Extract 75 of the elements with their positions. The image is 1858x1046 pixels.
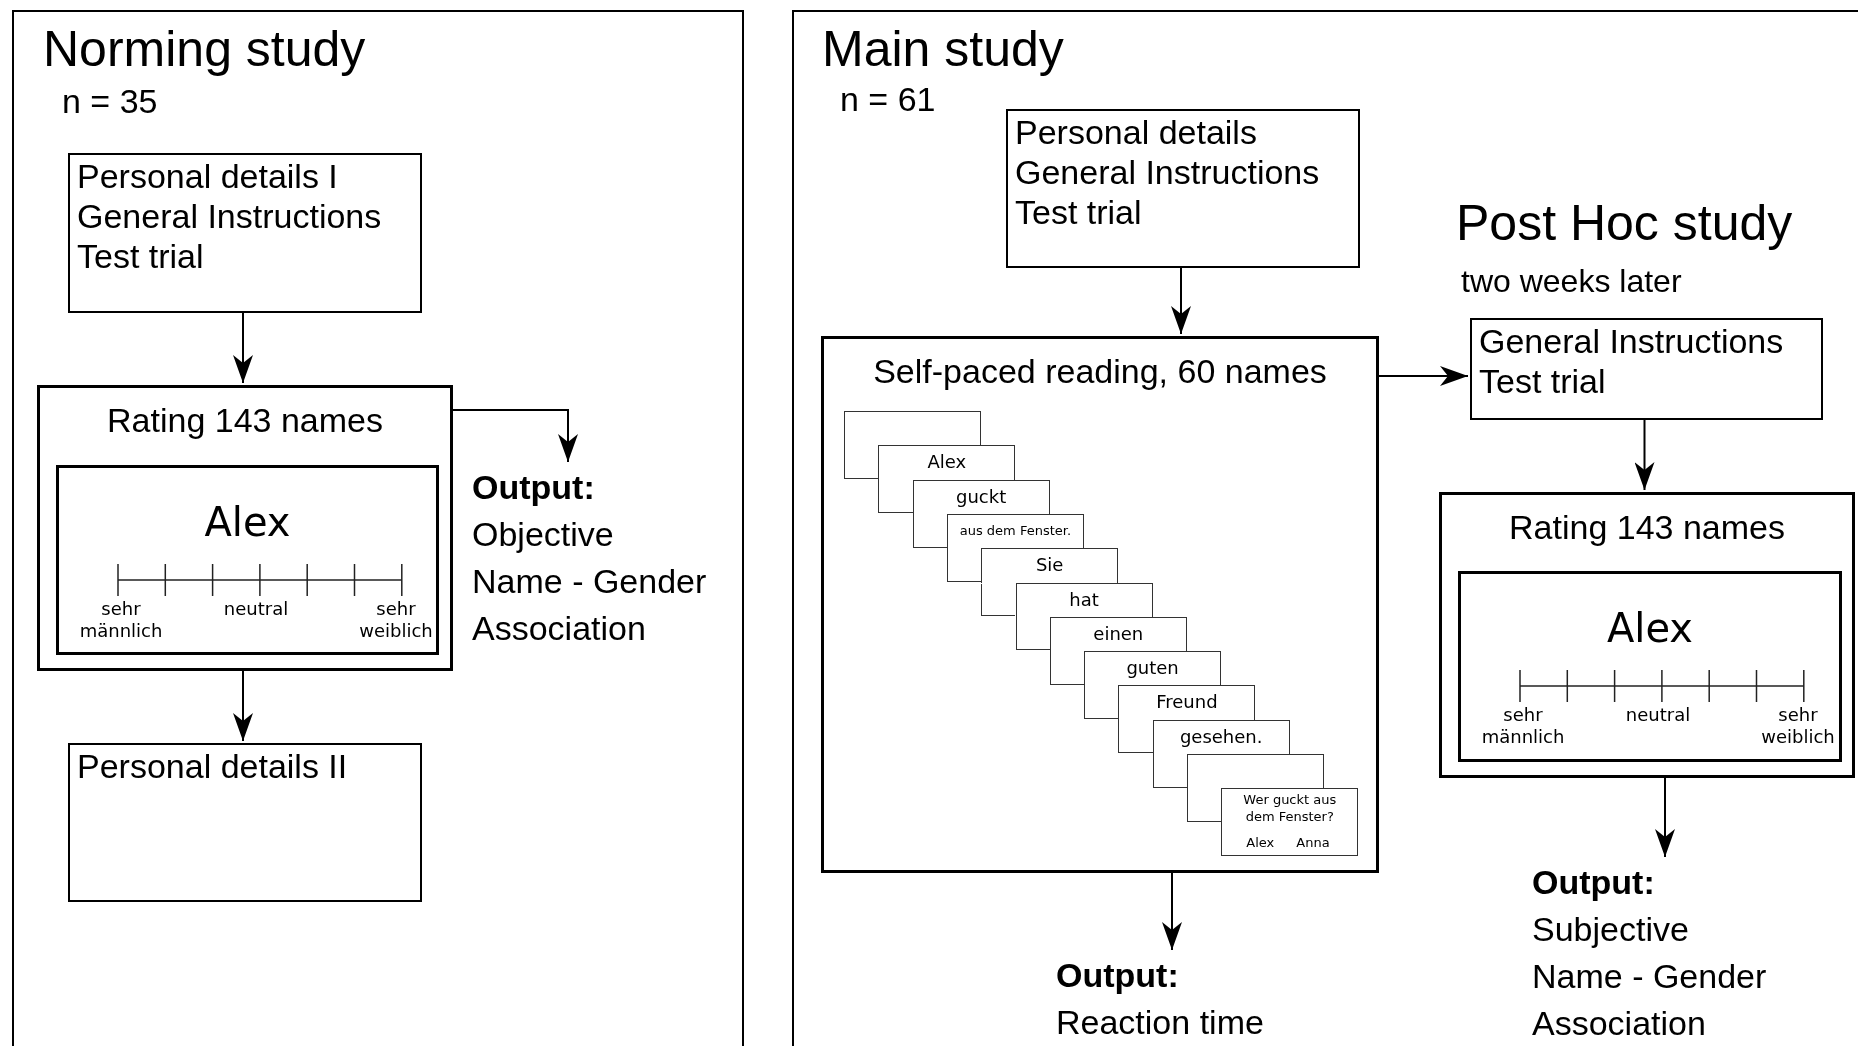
output-heading: Output: [1532,862,1656,903]
rating-scale-card [56,465,439,655]
answer-option: Alex [1246,834,1275,852]
step-box [1470,318,1823,420]
arrow [233,668,253,742]
step-box [68,743,422,902]
box-text: General Instructions [1015,152,1321,192]
arrow [1162,870,1182,951]
panel-title: Main study [822,24,1064,74]
box-text: Personal details [1015,112,1258,152]
word-slide [1187,754,1324,790]
panel-title: Norming study [43,24,366,74]
slide-word: gesehen. [1178,724,1264,749]
question-slide [1221,788,1359,857]
arrow [233,310,253,384]
name-text: Alex [1605,604,1695,652]
sample-size-text: n = 35 [62,84,158,118]
scale-label: neutral [222,598,290,620]
arrow [1634,417,1655,491]
section-title: Post Hoc study [1456,198,1793,248]
word-slide [912,479,1050,515]
scale-label: sehr männlich [78,598,164,642]
box-text: Test trial [1479,361,1607,401]
step-box [1006,109,1360,268]
word-slide [1049,616,1187,653]
box-text: General Instructions [1479,321,1785,361]
scale-label: sehr weiblich [1760,704,1836,748]
box-text: Test trial [1015,192,1143,232]
task-box [1439,492,1855,778]
output-description: Objective Name - Gender Association [472,514,708,649]
slide-word: Sie [1034,553,1065,578]
study-panel [12,10,744,1046]
box-text: Test trial [77,236,205,276]
word-slide [1152,719,1290,755]
output-description: Subjective Name - Gender Association [1532,909,1768,1044]
word-slide [946,513,1084,550]
slide-word: einen [1092,621,1145,646]
word-slide [1118,685,1256,721]
box-text: Personal details II [77,746,349,786]
name-text: Alex [203,498,292,546]
output-description: Reaction time [1056,1002,1265,1043]
task-box [37,385,453,671]
rating-scale-card [1458,571,1842,762]
word-slide [1015,582,1153,618]
slide-word: guten [1125,656,1180,681]
sample-size-text: n = 61 [840,82,936,116]
box-title: Rating 143 names [1508,507,1786,547]
slide-word: hat [1068,587,1100,612]
output-heading: Output: [1056,955,1180,996]
slide-word: Freund [1155,690,1219,715]
study-panel [792,10,1858,1046]
scale-label: neutral [1624,704,1692,726]
task-box [821,336,1379,873]
arrow [450,409,578,463]
box-text: General Instructions [77,196,383,236]
question-text: Wer guckt aus dem Fenster? [1242,791,1338,826]
word-slide [981,548,1119,584]
word-slide [844,411,981,447]
box-text: Personal details I [77,156,339,196]
word-slide [1084,651,1222,687]
step-box [68,153,422,313]
scale-label: sehr weiblich [358,598,434,642]
arrow [1655,775,1675,858]
word-slide [878,445,1016,481]
subtitle-text: two weeks later [1461,265,1682,297]
answer-option: Anna [1296,834,1330,852]
box-title: Rating 143 names [106,400,384,440]
arrow [1171,265,1191,335]
output-heading: Output: [472,467,596,508]
slide-word: Alex [926,450,968,475]
scale-label: sehr männlich [1480,704,1566,748]
slide-word: guckt [955,484,1008,509]
box-title: Self-paced reading, 60 names [872,351,1328,391]
slide-word: aus dem Fenster. [958,521,1073,540]
arrow [1376,366,1469,386]
